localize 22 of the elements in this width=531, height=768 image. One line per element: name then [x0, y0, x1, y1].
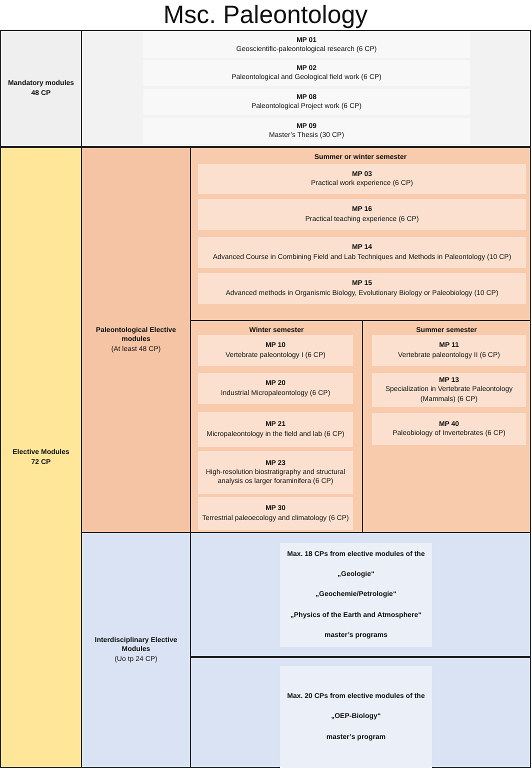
semester-panel	[362, 320, 531, 533]
module-box	[198, 237, 526, 268]
diagram-title: Msc. Paleontology	[162, 0, 369, 30]
category-cell	[0, 147, 82, 768]
module-box	[198, 451, 353, 494]
info-box	[280, 666, 432, 768]
module-box	[198, 412, 353, 447]
category-cell	[81, 532, 191, 768]
module-box	[372, 373, 526, 407]
module-box	[198, 199, 526, 230]
semester-panel	[190, 320, 363, 533]
module-box	[198, 497, 353, 530]
module-box	[143, 32, 470, 58]
module-box	[198, 335, 353, 366]
module-box	[372, 335, 526, 366]
semester-panel	[190, 147, 531, 321]
module-box	[198, 164, 526, 194]
category-cell	[81, 147, 191, 533]
module-box	[372, 413, 526, 445]
module-box	[198, 273, 526, 304]
module-box	[198, 373, 353, 404]
category-cell	[0, 30, 82, 147]
